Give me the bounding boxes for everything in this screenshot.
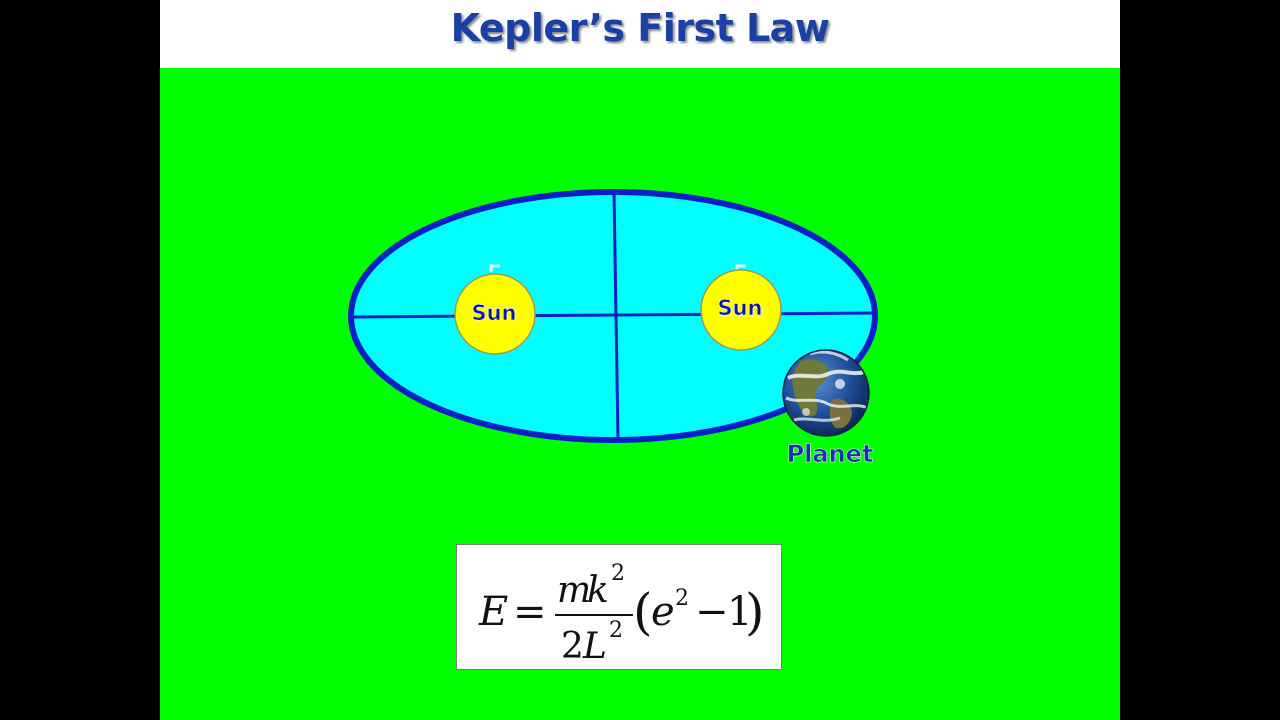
sun-left	[454, 273, 536, 355]
formula-denominator-exponent: 2	[609, 618, 623, 643]
slide-title: Kepler’s First Law	[450, 6, 830, 50]
earth-globe-icon	[782, 349, 870, 437]
sun-right-label: Sun	[717, 296, 762, 320]
formula-denominator-2: 2	[561, 626, 584, 667]
slide: Kepler’s First Law Sun Sun	[160, 0, 1120, 720]
energy-formula: E = m k 2 2 L 2 ( e 2 − 1 )	[478, 561, 765, 667]
formula-numerator-k: k	[587, 570, 609, 611]
formula-numerator-exponent: 2	[611, 561, 625, 586]
formula-e: e	[651, 589, 675, 635]
formula-denominator-L: L	[582, 626, 607, 667]
minor-axis	[612, 191, 620, 441]
formula-equals: =	[513, 589, 547, 635]
title-bar: Kepler’s First Law	[160, 0, 1120, 68]
formula-open-paren: (	[633, 583, 653, 641]
formula-one: 1	[727, 589, 752, 635]
energy-formula-box: E = m k 2 2 L 2 ( e 2 − 1 )	[456, 544, 782, 670]
major-axis	[352, 311, 874, 319]
sun-right	[700, 269, 782, 351]
formula-e-exponent: 2	[675, 586, 689, 611]
sun-left-label: Sun	[471, 301, 516, 325]
formula-minus: −	[695, 589, 729, 635]
orbit-diagram: Sun Sun Planet	[348, 189, 878, 468]
focus-marker-left	[489, 264, 500, 272]
formula-numerator-m: m	[557, 570, 591, 611]
planet-label: Planet	[787, 440, 874, 468]
formula-lhs: E	[478, 589, 508, 635]
formula-close-paren: )	[745, 583, 765, 641]
